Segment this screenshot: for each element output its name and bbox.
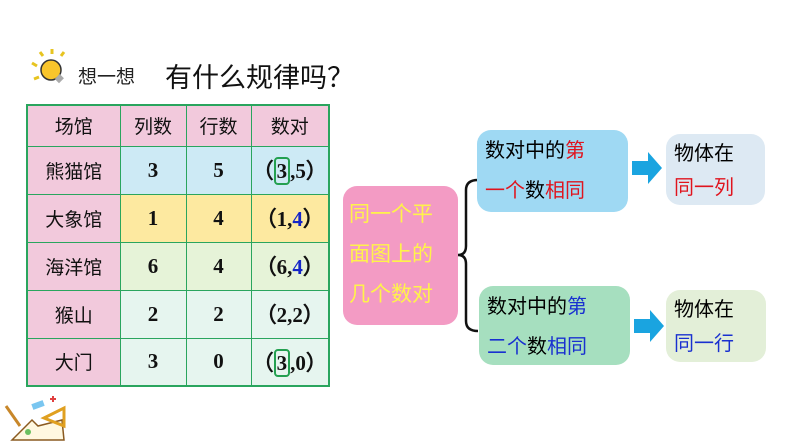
text: 物体在 bbox=[674, 141, 734, 165]
comma: , bbox=[290, 159, 296, 183]
book-stationery-icon bbox=[4, 396, 66, 441]
text: 一个 bbox=[485, 178, 525, 202]
text: 同一列 bbox=[674, 175, 734, 199]
venue-name: 海洋馆 bbox=[26, 241, 121, 291]
pair-second: 4 bbox=[292, 255, 303, 279]
pair-second: 4 bbox=[292, 207, 303, 231]
pair-second: 5 bbox=[295, 159, 306, 183]
comma: , bbox=[290, 350, 296, 375]
pair-first: 1 bbox=[276, 207, 288, 231]
comma: , bbox=[287, 255, 293, 279]
arrow-right-icon bbox=[632, 152, 662, 184]
paren: ） bbox=[302, 255, 324, 279]
pair-first: 3 bbox=[273, 157, 291, 185]
pair-second: 0 bbox=[295, 350, 306, 375]
paren: （ bbox=[252, 159, 274, 183]
text: 数 bbox=[527, 334, 547, 358]
paren: ） bbox=[302, 303, 324, 327]
text: 数 bbox=[525, 178, 545, 202]
header-cell: 行数 bbox=[185, 104, 252, 147]
header-cell: 数对 bbox=[250, 104, 330, 147]
pair-second: 2 bbox=[292, 303, 303, 327]
table-row: 熊猫馆 3 5 （3,5） bbox=[26, 145, 330, 195]
row-number: 4 bbox=[185, 241, 252, 291]
header-cell: 场馆 bbox=[26, 104, 121, 147]
table-header-row: 场馆 列数 行数 数对 bbox=[26, 104, 330, 147]
row-number: 5 bbox=[185, 145, 252, 195]
venue-name: 大象馆 bbox=[26, 193, 121, 243]
column-number: 6 bbox=[119, 241, 187, 291]
second-number-box: 数对中的第 二个数相同 bbox=[479, 286, 630, 365]
paren: （ bbox=[255, 303, 277, 327]
lightbulb-icon bbox=[28, 48, 78, 92]
text: 相同 bbox=[545, 178, 585, 202]
text: 数对中的 bbox=[487, 294, 567, 318]
venue-name: 猴山 bbox=[26, 289, 121, 339]
number-pair: （3,0） bbox=[250, 337, 330, 387]
same-row-box: 物体在 同一行 bbox=[666, 290, 766, 362]
column-number: 2 bbox=[119, 289, 187, 339]
text: 物体在 bbox=[674, 297, 734, 321]
arrow-right-icon bbox=[634, 310, 664, 342]
table-row: 猴山 2 2 （2,2） bbox=[26, 289, 330, 339]
number-pair: （1,4） bbox=[250, 193, 330, 243]
number-pair: （3,5） bbox=[250, 145, 330, 195]
paren: ） bbox=[302, 207, 324, 231]
number-pair: （2,2） bbox=[250, 289, 330, 339]
text: 相同 bbox=[547, 334, 587, 358]
pair-first: 3 bbox=[273, 348, 291, 377]
comma: , bbox=[287, 207, 293, 231]
text: 第 bbox=[567, 294, 587, 318]
root-line: 面图上的 bbox=[349, 242, 433, 266]
text: 同一行 bbox=[674, 331, 734, 355]
column-number: 3 bbox=[119, 337, 187, 387]
paren: ） bbox=[305, 159, 327, 183]
row-number: 0 bbox=[185, 337, 252, 387]
root-box: 同一个平 面图上的 几个数对 bbox=[343, 186, 458, 325]
page-title: 有什么规律吗？ bbox=[165, 63, 354, 94]
paren: ） bbox=[305, 350, 327, 375]
venue-name: 大门 bbox=[26, 337, 121, 387]
brace-icon bbox=[457, 178, 479, 333]
text: 第 bbox=[565, 138, 585, 162]
text: 二个 bbox=[487, 334, 527, 358]
text: 数对中的 bbox=[485, 138, 565, 162]
table-row: 大门 3 0 （3,0） bbox=[26, 337, 330, 387]
paren: （ bbox=[255, 207, 277, 231]
same-column-box: 物体在 同一列 bbox=[666, 134, 765, 205]
pair-first: 6 bbox=[276, 255, 288, 279]
root-line: 同一个平 bbox=[349, 202, 433, 226]
comma: , bbox=[287, 303, 293, 327]
pair-first: 2 bbox=[276, 303, 288, 327]
paren: （ bbox=[252, 350, 274, 375]
table-row: 海洋馆 6 4 （6,4） bbox=[26, 241, 330, 291]
think-label: 想一想 bbox=[78, 66, 136, 88]
paren: （ bbox=[255, 255, 277, 279]
column-number: 3 bbox=[119, 145, 187, 195]
first-number-box: 数对中的第 一个数相同 bbox=[477, 130, 628, 212]
venue-name: 熊猫馆 bbox=[26, 145, 121, 195]
row-number: 4 bbox=[185, 193, 252, 243]
header-cell: 列数 bbox=[119, 104, 187, 147]
root-line: 几个数对 bbox=[349, 282, 433, 306]
column-number: 1 bbox=[119, 193, 187, 243]
row-number: 2 bbox=[185, 289, 252, 339]
table-row: 大象馆 1 4 （1,4） bbox=[26, 193, 330, 243]
venue-table: 场馆 列数 行数 数对 熊猫馆 3 5 （3,5）大象馆 1 4 （1,4）海洋… bbox=[26, 104, 330, 387]
number-pair: （6,4） bbox=[250, 241, 330, 291]
